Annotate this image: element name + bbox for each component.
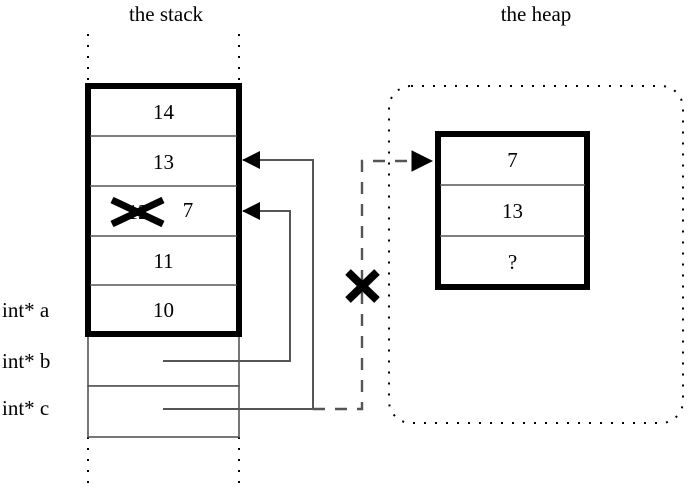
strike-stroke-2 bbox=[110, 196, 165, 228]
invalid-pointer-x-mark bbox=[345, 269, 380, 303]
stack-top-continuation-lines bbox=[87, 34, 240, 86]
stack-cell-value-0: 14 bbox=[153, 100, 174, 124]
dangling-pointer-connector bbox=[313, 150, 434, 411]
stack-pointer-rows bbox=[87, 335, 240, 438]
invalid-x-stroke-2 bbox=[345, 269, 380, 303]
heap-block bbox=[435, 131, 590, 290]
dangling-pointer-path bbox=[313, 150, 434, 411]
variable-label-c: int* c bbox=[2, 396, 50, 420]
strikethrough-x-mark bbox=[110, 196, 165, 228]
stack-cell-value-2-struck: 12 bbox=[127, 200, 149, 224]
stack-cell-value-2-new: 7 bbox=[182, 198, 194, 222]
stack-cell-value-3: 11 bbox=[153, 249, 174, 273]
stack-title: the stack bbox=[128, 2, 204, 26]
variable-label-b: int* b bbox=[2, 349, 51, 373]
stack-frame-border bbox=[85, 83, 242, 337]
stack-bottom-continuation-lines bbox=[87, 437, 240, 487]
heap-cell-value-1: 13 bbox=[502, 199, 523, 223]
pointer-b-path bbox=[163, 202, 291, 362]
heap-cell-value-0: 7 bbox=[507, 148, 518, 172]
stack-cell-value-4: 10 bbox=[153, 298, 174, 322]
pointer-c-connector bbox=[163, 151, 314, 410]
stack-row-b bbox=[87, 385, 240, 438]
heap-title: the heap bbox=[500, 2, 572, 26]
heap-block-border bbox=[435, 131, 590, 290]
stack-cell-value-1: 13 bbox=[153, 150, 174, 174]
pointer-c-path bbox=[163, 151, 314, 410]
pointer-b-connector bbox=[163, 202, 291, 362]
stack-frame bbox=[85, 83, 242, 337]
variable-label-a: int* a bbox=[2, 298, 50, 322]
heap-cell-value-2: ? bbox=[507, 250, 518, 274]
heap-dotted-border bbox=[388, 85, 684, 424]
heap-region-boundary bbox=[388, 85, 684, 424]
